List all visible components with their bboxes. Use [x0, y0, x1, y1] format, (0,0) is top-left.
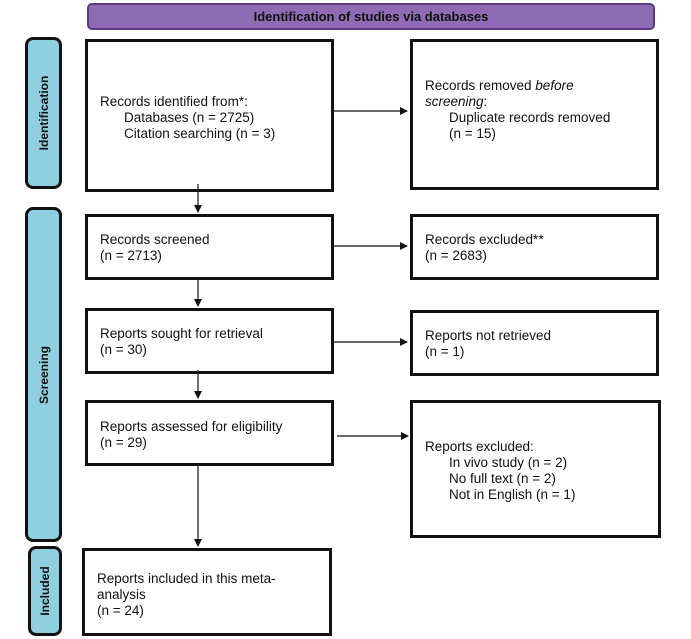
reports-assessed-box: Reports assessed for eligibility (n = 29… — [85, 400, 334, 466]
duplicate-records-label: Duplicate records removed — [449, 110, 611, 125]
records-excluded-count: (n = 2683) — [425, 248, 487, 263]
phase-included: Included — [28, 546, 62, 636]
reports-assessed-count: (n = 29) — [100, 435, 147, 450]
header-title: Identification of studies via databases — [253, 9, 489, 24]
reports-excluded-title: Reports excluded: — [425, 439, 534, 454]
reports-not-retrieved-count: (n = 1) — [425, 344, 465, 359]
databases-count: Databases (n = 2725) — [124, 110, 255, 125]
reports-excluded-box: Reports excluded: In vivo study (n = 2) … — [410, 400, 661, 538]
exclusion-reason: In vivo study (n = 2) — [449, 455, 568, 470]
reports-included-count: (n = 24) — [97, 603, 144, 618]
reports-not-retrieved-title: Reports not retrieved — [425, 328, 552, 343]
records-removed-box: Records removed before screening: Duplic… — [410, 39, 659, 190]
records-screened-count: (n = 2713) — [100, 248, 162, 263]
records-excluded-title: Records excluded** — [425, 232, 544, 247]
reports-sought-box: Reports sought for retrieval (n = 30) — [85, 308, 334, 374]
exclusion-reason: Not in English (n = 1) — [449, 487, 576, 502]
citation-searching-count: Citation searching (n = 3) — [124, 126, 276, 141]
reports-included-box: Reports included in this meta- analysis … — [82, 548, 332, 636]
diagram-header: Identification of studies via databases — [87, 3, 655, 30]
records-removed-title: Records removed before — [425, 78, 574, 93]
records-excluded-box: Records excluded** (n = 2683) — [410, 214, 659, 280]
records-screened-title: Records screened — [100, 232, 210, 247]
reports-included-line1: Reports included in this meta- — [97, 571, 276, 586]
reports-not-retrieved-box: Reports not retrieved (n = 1) — [410, 310, 659, 376]
records-identified-title: Records identified from*: — [100, 94, 248, 109]
records-screened-box: Records screened (n = 2713) — [85, 214, 334, 280]
reports-assessed-title: Reports assessed for eligibility — [100, 419, 283, 434]
reports-sought-title: Reports sought for retrieval — [100, 326, 263, 341]
duplicate-records-count: (n = 15) — [449, 126, 496, 141]
reports-included-line2: analysis — [97, 587, 146, 602]
phase-identification: Identification — [25, 37, 62, 189]
phase-screening: Screening — [25, 207, 62, 542]
exclusion-reason: No full text (n = 2) — [449, 471, 556, 486]
records-removed-title-cont: screening: — [425, 94, 488, 109]
records-identified-box: Records identified from*: Databases (n =… — [85, 39, 334, 192]
reports-sought-count: (n = 30) — [100, 342, 147, 357]
